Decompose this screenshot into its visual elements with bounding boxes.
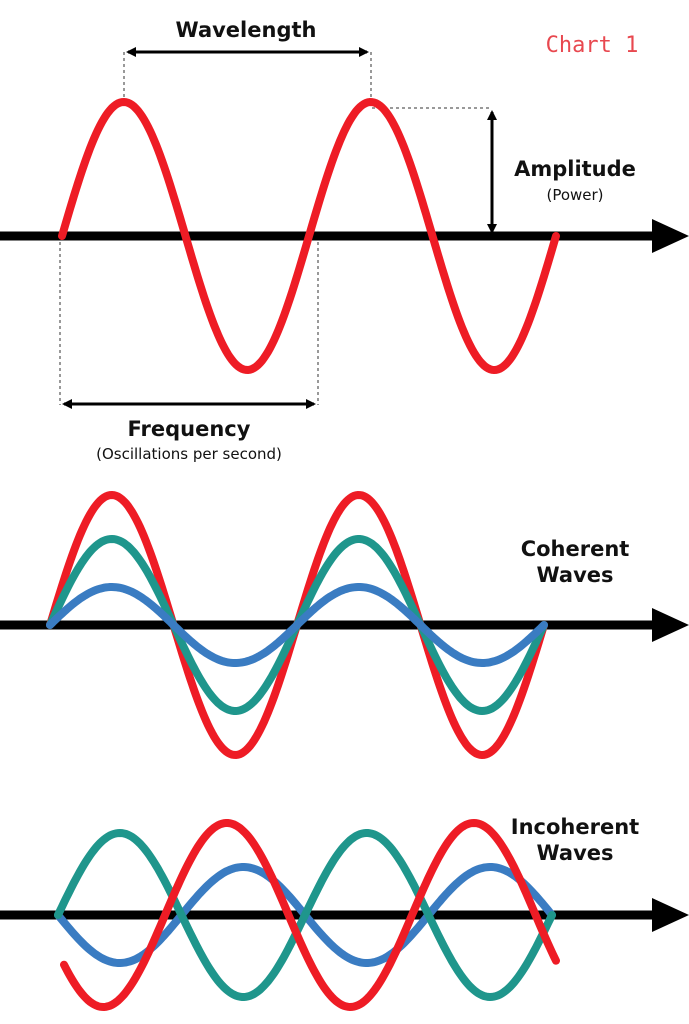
chart-label: Chart 1 (546, 33, 639, 58)
incoherent-waves-panel: Incoherent Waves (0, 815, 689, 1012)
wavelength-label: Wavelength (176, 18, 317, 42)
frequency-sublabel: (Oscillations per second) (96, 445, 282, 463)
single-wave-panel: Wavelength Amplitude (Power) Frequency (… (0, 18, 689, 463)
axis-2-arrowhead (652, 608, 689, 642)
incoherent-red-wave (60, 818, 560, 1012)
axis-1-arrowhead (652, 219, 689, 253)
frequency-label: Frequency (128, 417, 251, 441)
coherent-label-line1: Coherent (521, 537, 630, 561)
coherent-blue-wave (46, 583, 548, 667)
amplitude-label: Amplitude (514, 157, 636, 181)
red-wave (58, 97, 560, 375)
coherent-label-line2: Waves (536, 563, 613, 587)
axis-3-arrowhead (652, 898, 689, 932)
incoherent-teal-wave (54, 828, 556, 1002)
coherent-waves-panel: Coherent Waves (0, 490, 689, 760)
amplitude-sublabel: (Power) (546, 186, 603, 204)
incoherent-label-line2: Waves (536, 841, 613, 865)
incoherent-label-line1: Incoherent (511, 815, 639, 839)
